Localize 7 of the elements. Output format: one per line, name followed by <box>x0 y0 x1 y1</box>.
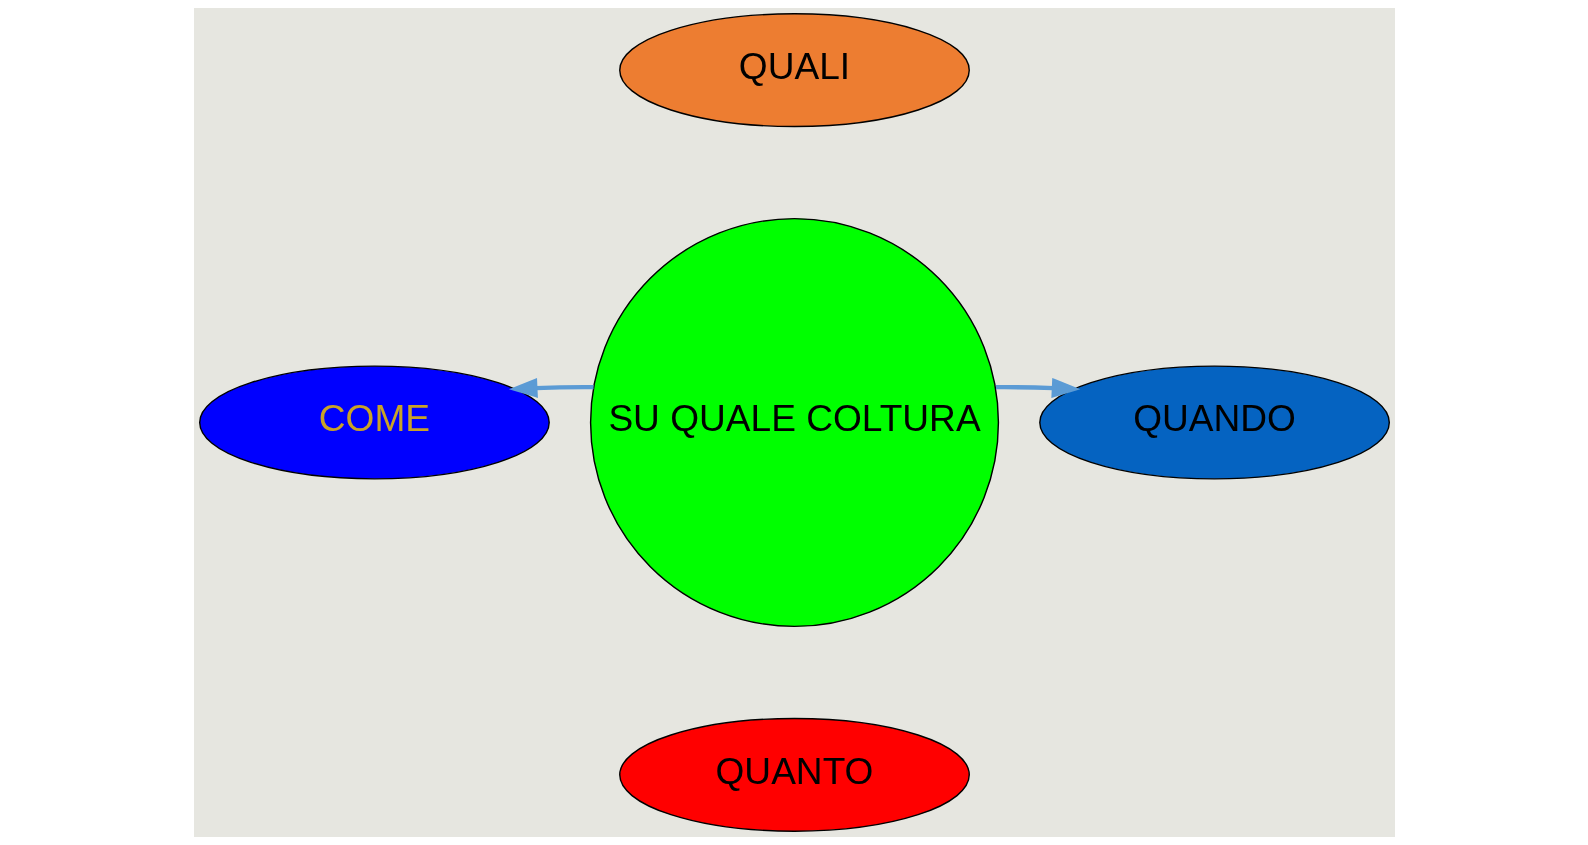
arrow <box>508 378 594 398</box>
arrow <box>995 378 1080 398</box>
node-ellipse: COME <box>198 365 550 480</box>
node-ellipse: QUALI <box>618 13 970 128</box>
node-ellipse: QUANTO <box>618 717 970 832</box>
node-ellipse: QUANDO <box>1038 365 1390 480</box>
node-circle: SU QUALE COLTURA <box>589 217 999 628</box>
